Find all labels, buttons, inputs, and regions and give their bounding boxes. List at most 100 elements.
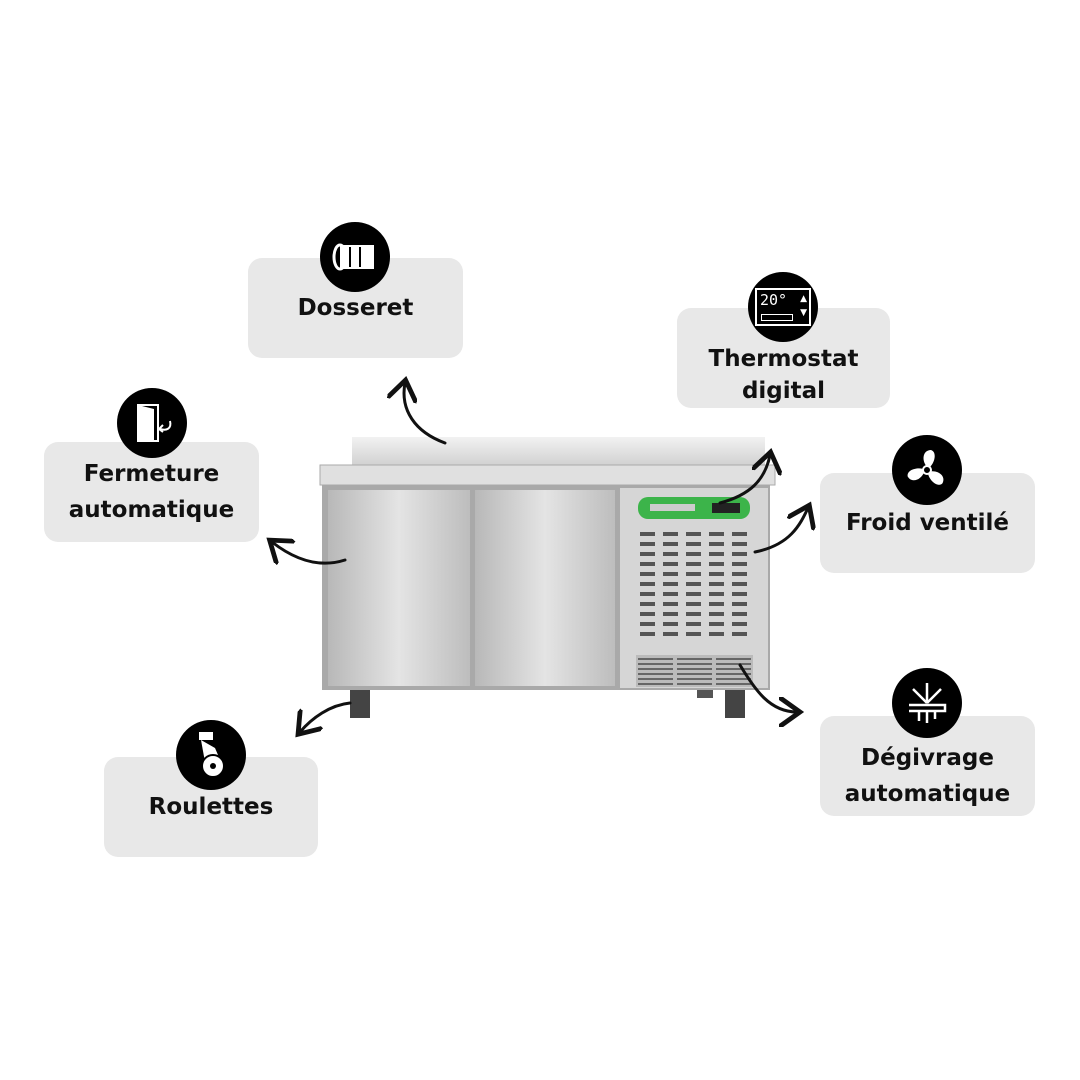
vent-slot [640, 542, 655, 546]
vent-slot [686, 602, 701, 606]
brand-plate [650, 504, 695, 511]
feature-label: Froid ventilé [845, 510, 1010, 536]
vent-slot [732, 622, 747, 626]
vent-slot [663, 622, 678, 626]
vent-grille [640, 532, 747, 636]
vent-slot [640, 582, 655, 586]
vent-slot [663, 632, 678, 636]
vent-slot [732, 542, 747, 546]
vent-slot [686, 572, 701, 576]
vent-slot [716, 683, 751, 685]
caster-right [725, 690, 745, 718]
arrow-degivrage [738, 663, 797, 712]
door-close-icon [117, 388, 187, 458]
vent-slot [640, 592, 655, 596]
vent-slot [663, 562, 678, 566]
vent-slot [640, 622, 655, 626]
vent-slot [716, 678, 751, 680]
vent-slot [686, 612, 701, 616]
backsplash [352, 437, 765, 467]
vent-slot [638, 678, 673, 680]
vent-slot [686, 532, 701, 536]
vent-slot [686, 582, 701, 586]
vent-slot [686, 592, 701, 596]
vent-slot [640, 612, 655, 616]
vent-slot [638, 663, 673, 665]
vent-slot [663, 552, 678, 556]
arrow-thermostat [718, 455, 770, 505]
machine-panel [620, 488, 768, 688]
vent-slot [638, 673, 673, 675]
vent-slot [686, 562, 701, 566]
vent-slot [640, 562, 655, 566]
arrow-dosseret [404, 383, 447, 445]
vent-slot [716, 668, 751, 670]
vent-slot [640, 602, 655, 606]
vent-slot [686, 622, 701, 626]
thermostat-buttons [761, 314, 793, 321]
fan-icon [892, 435, 962, 505]
vent-slot [716, 673, 751, 675]
door-right [475, 490, 615, 686]
feature-label: Dégivrage [861, 745, 994, 771]
vent-slot [677, 673, 712, 675]
vent-slot [732, 572, 747, 576]
vent-slot [709, 602, 724, 606]
arrow-froid [753, 508, 808, 554]
vent-slot [732, 612, 747, 616]
vent-slot [709, 592, 724, 596]
vent-slot [716, 658, 751, 660]
vent-slot [640, 552, 655, 556]
vent-slot [663, 612, 678, 616]
vent-slot [677, 663, 712, 665]
feature-label: Roulettes [148, 794, 274, 820]
vent-slot [663, 582, 678, 586]
feature-label: digital [741, 378, 826, 404]
vent-slot [677, 683, 712, 685]
bottom-vent-panel [636, 655, 753, 687]
foot [697, 690, 713, 698]
vent-slot [716, 663, 751, 665]
vent-slot [677, 658, 712, 660]
vent-slot [709, 552, 724, 556]
vent-slot [638, 668, 673, 670]
vent-slot [640, 632, 655, 636]
arrow-roulettes [300, 701, 352, 732]
door-left [328, 490, 470, 686]
vent-slot [709, 582, 724, 586]
feature-label: Fermeture [83, 461, 220, 487]
vent-slot [709, 632, 724, 636]
vent-slot [663, 602, 678, 606]
bottom-vent [638, 658, 751, 685]
worktop [319, 464, 776, 486]
vent-slot [686, 552, 701, 556]
thermostat-icon: 20° ▲▼ [748, 272, 818, 342]
vent-slot [732, 562, 747, 566]
vent-slot [732, 552, 747, 556]
arrow-fermeture [272, 542, 347, 563]
vent-slot [709, 532, 724, 536]
caster-wheel-icon [176, 720, 246, 790]
up-down-arrows-icon: ▲▼ [800, 294, 807, 318]
vent-slot [732, 582, 747, 586]
thermostat-reading: 20° [760, 291, 788, 309]
vent-slot [663, 572, 678, 576]
vent-slot [732, 632, 747, 636]
feature-label: Dosseret [297, 295, 414, 321]
vent-slot [663, 532, 678, 536]
vent-slot [709, 622, 724, 626]
vent-slot [709, 542, 724, 546]
feature-label: automatique [844, 781, 1011, 807]
vent-slot [732, 602, 747, 606]
vent-slot [640, 572, 655, 576]
caster-left [350, 690, 370, 718]
vent-slot [709, 562, 724, 566]
vent-slot [732, 532, 747, 536]
digital-display [712, 503, 740, 513]
vent-slot [663, 592, 678, 596]
vent-slot [638, 658, 673, 660]
backsplash-roll-icon [320, 222, 390, 292]
